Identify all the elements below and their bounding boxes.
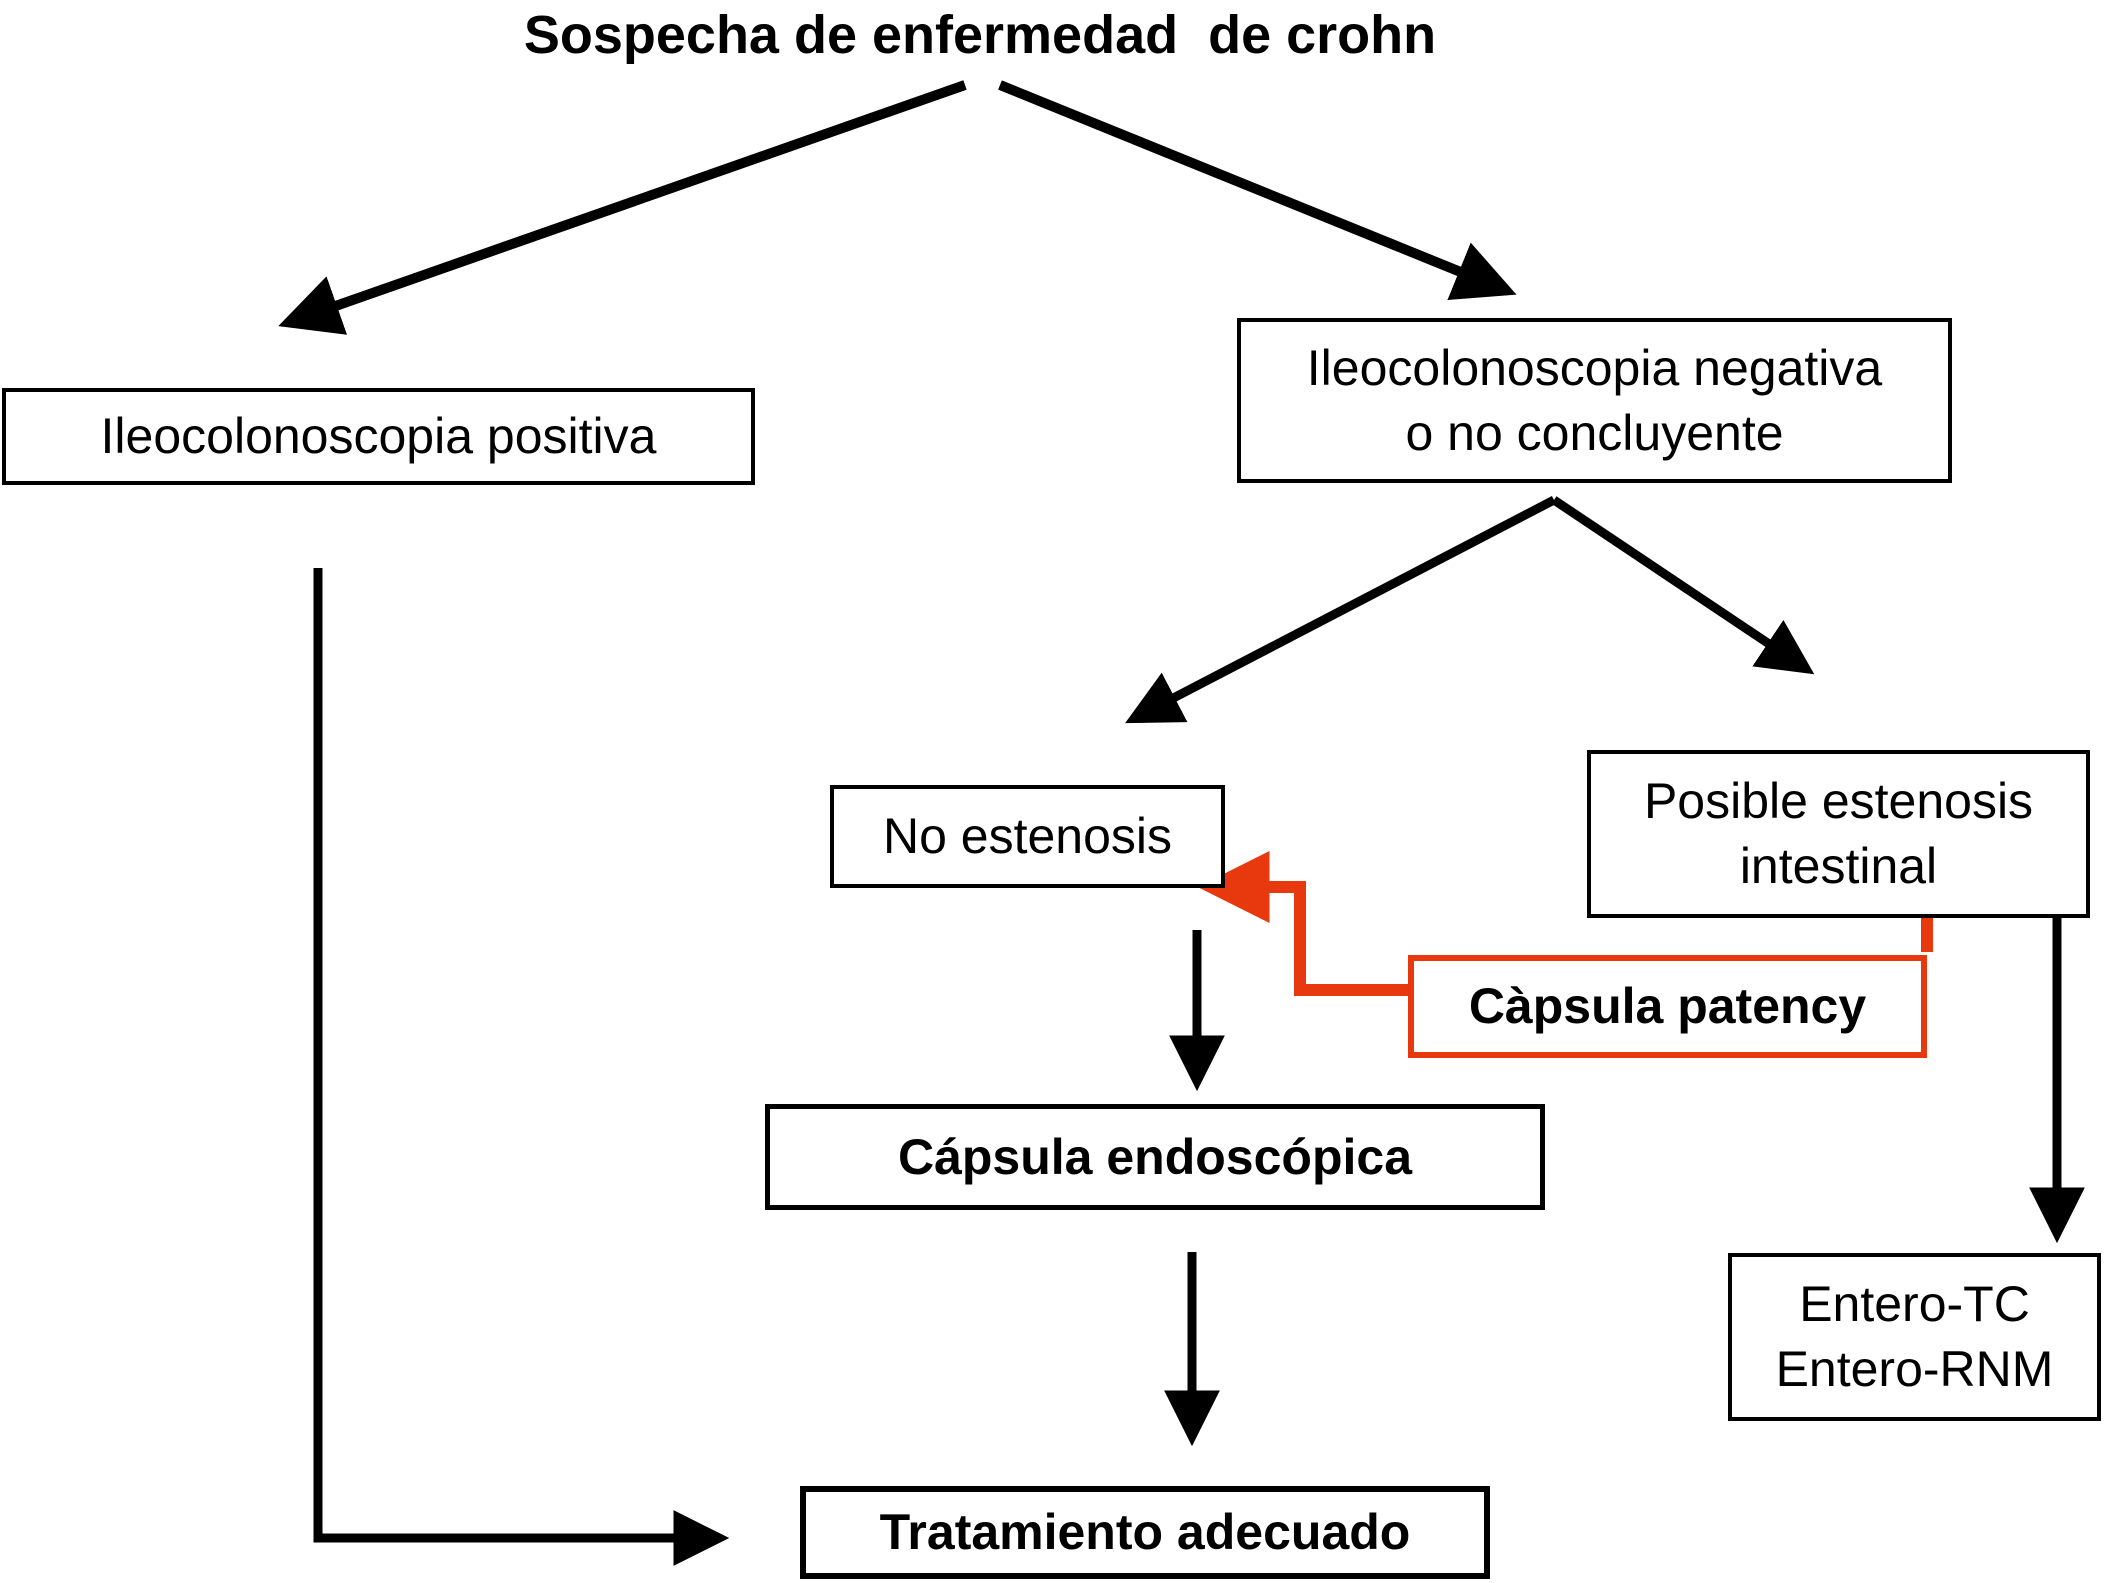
node-label: Cápsula endoscópica (897, 1128, 1413, 1185)
node-ileocolonoscopy-positive: Ileocolonoscopia positiva (2, 388, 755, 485)
node-label: Tratamiento adecuado (879, 1504, 1411, 1560)
node-label-line1: Posible estenosis (1643, 773, 2034, 829)
arrow-positive-to-treatment (313, 568, 730, 1566)
node-capsule-endoscopy: Cápsula endoscópica (765, 1104, 1545, 1210)
node-label: Càpsula patency (1468, 978, 1867, 1034)
node-adequate-treatment: Tratamiento adecuado (800, 1486, 1490, 1579)
node-label-line2: o no concluyente (1405, 404, 1784, 461)
node-patency-capsule: Càpsula patency (1408, 955, 1927, 1058)
node-entero-tc-rnm: Entero-TC Entero-RNM (1728, 1253, 2101, 1421)
node-label: No estenosis (882, 808, 1173, 864)
node-label-line1: Entero-TC (1799, 1276, 2030, 1332)
node-possible-stenosis: Posible estenosis intestinal (1587, 750, 2090, 918)
arrow-suspicion-to-positive (278, 80, 967, 335)
arrow-suspicion-to-negative (998, 80, 1517, 301)
node-label-line2: Entero-RNM (1775, 1341, 2054, 1397)
arrow-patency-to-no-stenosis (1197, 851, 1408, 996)
node-ileocolonoscopy-negative: Ileocolonoscopia negativa o no concluyen… (1237, 318, 1952, 483)
node-label-line2: intestinal (1739, 838, 1938, 894)
diagram-title: Sospecha de enfermedad de crohn (523, 5, 1437, 65)
node-no-stenosis: No estenosis (830, 785, 1225, 888)
arrow-negative-to-no-stenosis (1125, 496, 1557, 724)
node-label: Ileocolonoscopia positiva (100, 408, 657, 464)
node-label-line1: Ileocolonoscopia negativa (1306, 339, 1883, 396)
arrow-negative-to-possible-stenosis (1551, 496, 1815, 675)
